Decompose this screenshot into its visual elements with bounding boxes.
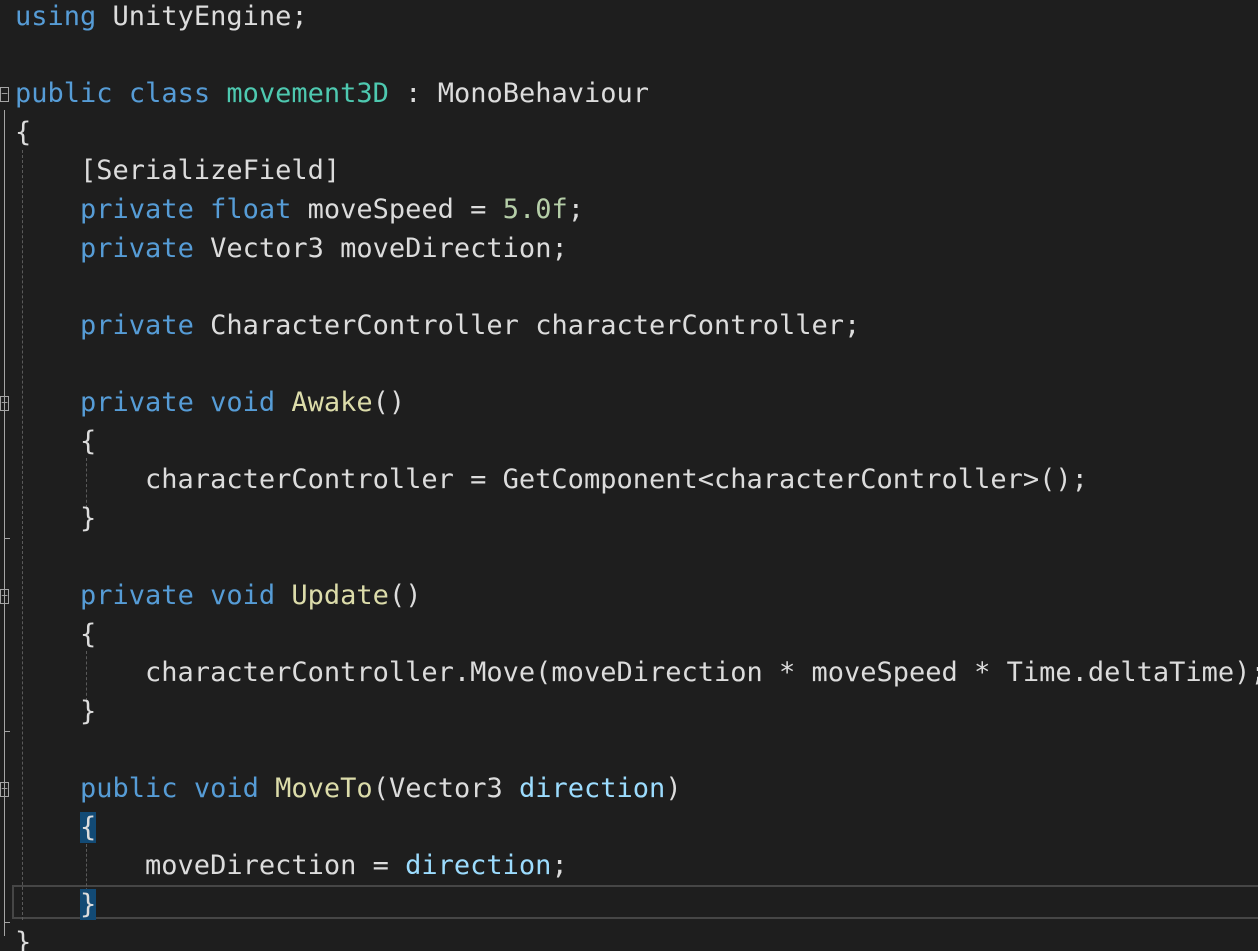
outline-line: [4, 110, 5, 936]
code-token: [113, 78, 129, 109]
code-token: 5.0f: [502, 194, 568, 225]
code-token: Vector3 moveDirection;: [193, 232, 568, 264]
code-token: [15, 889, 80, 920]
code-token: [275, 387, 291, 418]
matched-brace: }: [80, 888, 97, 920]
collapse-awake-icon[interactable]: −: [0, 396, 9, 411]
code-line[interactable]: }: [15, 886, 97, 925]
code-token: [275, 580, 291, 611]
code-line[interactable]: private void Update(): [15, 577, 421, 616]
code-token: CharacterController characterController;: [193, 309, 861, 341]
code-token: [210, 78, 226, 109]
code-token: direction: [519, 773, 666, 804]
code-token: characterController.Move(moveDirection *…: [15, 657, 1258, 689]
code-token: (Vector3: [372, 773, 519, 804]
code-line[interactable]: private void Awake(): [15, 384, 405, 423]
outline-end-marker: [4, 922, 10, 923]
code-token: private: [80, 387, 194, 418]
indent-guide: [22, 150, 23, 920]
code-token: void: [210, 387, 276, 418]
code-token: ;: [567, 194, 584, 225]
code-line[interactable]: {: [15, 616, 96, 655]
code-token: [15, 812, 80, 843]
code-token: characterController = GetComponent<chara…: [15, 464, 1088, 496]
code-token: }: [15, 927, 32, 951]
code-line[interactable]: {: [15, 809, 97, 848]
code-token: }: [15, 695, 97, 727]
code-token: Update: [291, 580, 389, 611]
code-token: movement3D: [226, 78, 389, 110]
indent-guide: [86, 651, 87, 701]
code-line[interactable]: {: [15, 423, 96, 462]
code-token: MoveTo: [275, 773, 373, 804]
code-token: float: [210, 194, 292, 225]
code-token: (): [388, 580, 422, 611]
code-token: void: [193, 773, 259, 804]
code-line[interactable]: public class movement3D : MonoBehaviour: [15, 75, 649, 114]
code-token: direction: [405, 850, 552, 882]
current-line-highlight: [12, 885, 1258, 919]
code-line[interactable]: private float moveSpeed = 5.0f;: [15, 191, 584, 230]
code-token: Awake: [291, 387, 373, 418]
code-token: private: [80, 309, 194, 341]
code-token: moveDirection =: [15, 850, 406, 882]
code-line[interactable]: }: [15, 924, 31, 951]
code-token: moveSpeed =: [291, 194, 503, 225]
code-token: [194, 194, 210, 225]
code-token: private: [80, 580, 194, 611]
code-token: using: [15, 1, 97, 32]
code-token: [15, 387, 80, 418]
code-token: }: [15, 502, 97, 534]
collapse-update-icon[interactable]: −: [0, 589, 9, 604]
indent-guide: [86, 844, 87, 896]
code-token: UnityEngine;: [96, 1, 308, 32]
code-line[interactable]: characterController = GetComponent<chara…: [15, 461, 1088, 500]
code-token: {: [15, 116, 32, 148]
matched-brace: {: [80, 811, 97, 843]
code-token: [194, 387, 210, 418]
collapse-class-icon[interactable]: −: [0, 87, 9, 102]
code-line[interactable]: }: [15, 693, 96, 732]
code-token: public: [15, 78, 113, 110]
code-token: public: [80, 773, 178, 804]
code-token: ;: [551, 850, 568, 882]
code-token: class: [128, 78, 211, 110]
code-line[interactable]: using UnityEngine;: [15, 0, 308, 37]
code-line[interactable]: private Vector3 moveDirection;: [15, 230, 568, 269]
indent-guide: [86, 458, 87, 508]
code-line[interactable]: public void MoveTo(Vector3 direction): [15, 770, 682, 809]
code-token: [15, 310, 80, 341]
code-token: : MonoBehaviour: [388, 78, 650, 110]
code-token: [15, 233, 80, 264]
code-token: private: [80, 194, 194, 225]
code-token: {: [15, 425, 97, 457]
code-line[interactable]: [SerializeField]: [15, 152, 340, 191]
code-token: [SerializeField]: [15, 155, 341, 187]
code-token: [15, 580, 80, 611]
code-line[interactable]: {: [15, 114, 31, 153]
code-token: ): [665, 773, 682, 804]
code-token: [194, 580, 210, 611]
code-token: [15, 194, 80, 225]
code-line[interactable]: private CharacterController characterCon…: [15, 307, 860, 346]
code-token: void: [210, 580, 276, 611]
code-line[interactable]: characterController.Move(moveDirection *…: [15, 654, 1258, 693]
code-line[interactable]: moveDirection = direction;: [15, 847, 568, 886]
code-token: private: [80, 232, 194, 264]
code-token: [259, 773, 275, 804]
outline-end-marker: [4, 538, 10, 539]
outline-end-marker: [4, 731, 10, 732]
code-token: (): [372, 387, 406, 418]
code-token: {: [15, 618, 97, 650]
collapse-moveto-icon[interactable]: −: [0, 782, 9, 797]
code-token: [15, 773, 80, 804]
code-line[interactable]: }: [15, 500, 96, 539]
code-token: [178, 773, 194, 804]
